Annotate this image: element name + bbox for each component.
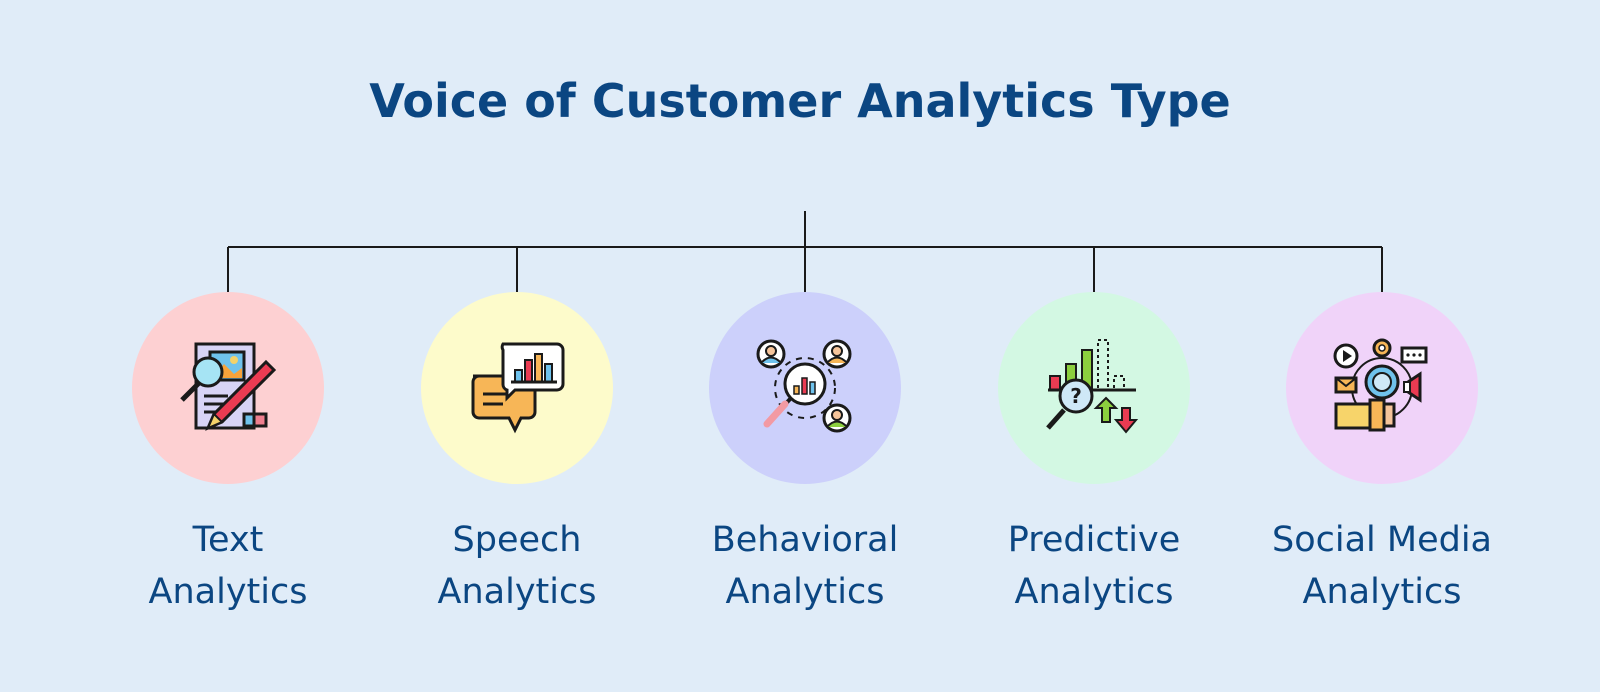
node-predictive-analytics: ? [998,292,1190,484]
label-social-media-analytics: Social Media Analytics [1242,514,1522,618]
label-predictive-analytics: Predictive Analytics [954,514,1234,618]
chart-question-icon: ? [1046,339,1139,434]
label-line-1: Behavioral [711,520,899,560]
label-text-analytics: Text Analytics [88,514,368,618]
label-line-2: Analytics [437,572,597,612]
node-text-analytics [132,292,324,484]
node-social-media-analytics [1286,292,1478,484]
label-line-2: Analytics [1302,572,1462,612]
chat-bubbles-icon [471,342,565,434]
document-pencil-icon [180,342,277,431]
node-behavioral-analytics [709,292,901,484]
label-behavioral-analytics: Behavioral Analytics [665,514,945,618]
diagram-title: Voice of Customer Analytics Type [369,74,1231,128]
label-line-1: Speech [452,520,582,560]
label-speech-analytics: Speech Analytics [377,514,657,618]
svg-text:?: ? [1070,384,1082,408]
people-magnifier-icon [756,339,852,433]
label-line-1: Predictive [1007,520,1181,560]
social-network-icon [1333,338,1428,432]
label-line-1: Social Media [1271,520,1492,560]
node-speech-analytics [421,292,613,484]
label-line-2: Analytics [148,572,308,612]
label-line-2: Analytics [1014,572,1174,612]
label-line-2: Analytics [725,572,885,612]
label-line-1: Text [192,520,264,560]
